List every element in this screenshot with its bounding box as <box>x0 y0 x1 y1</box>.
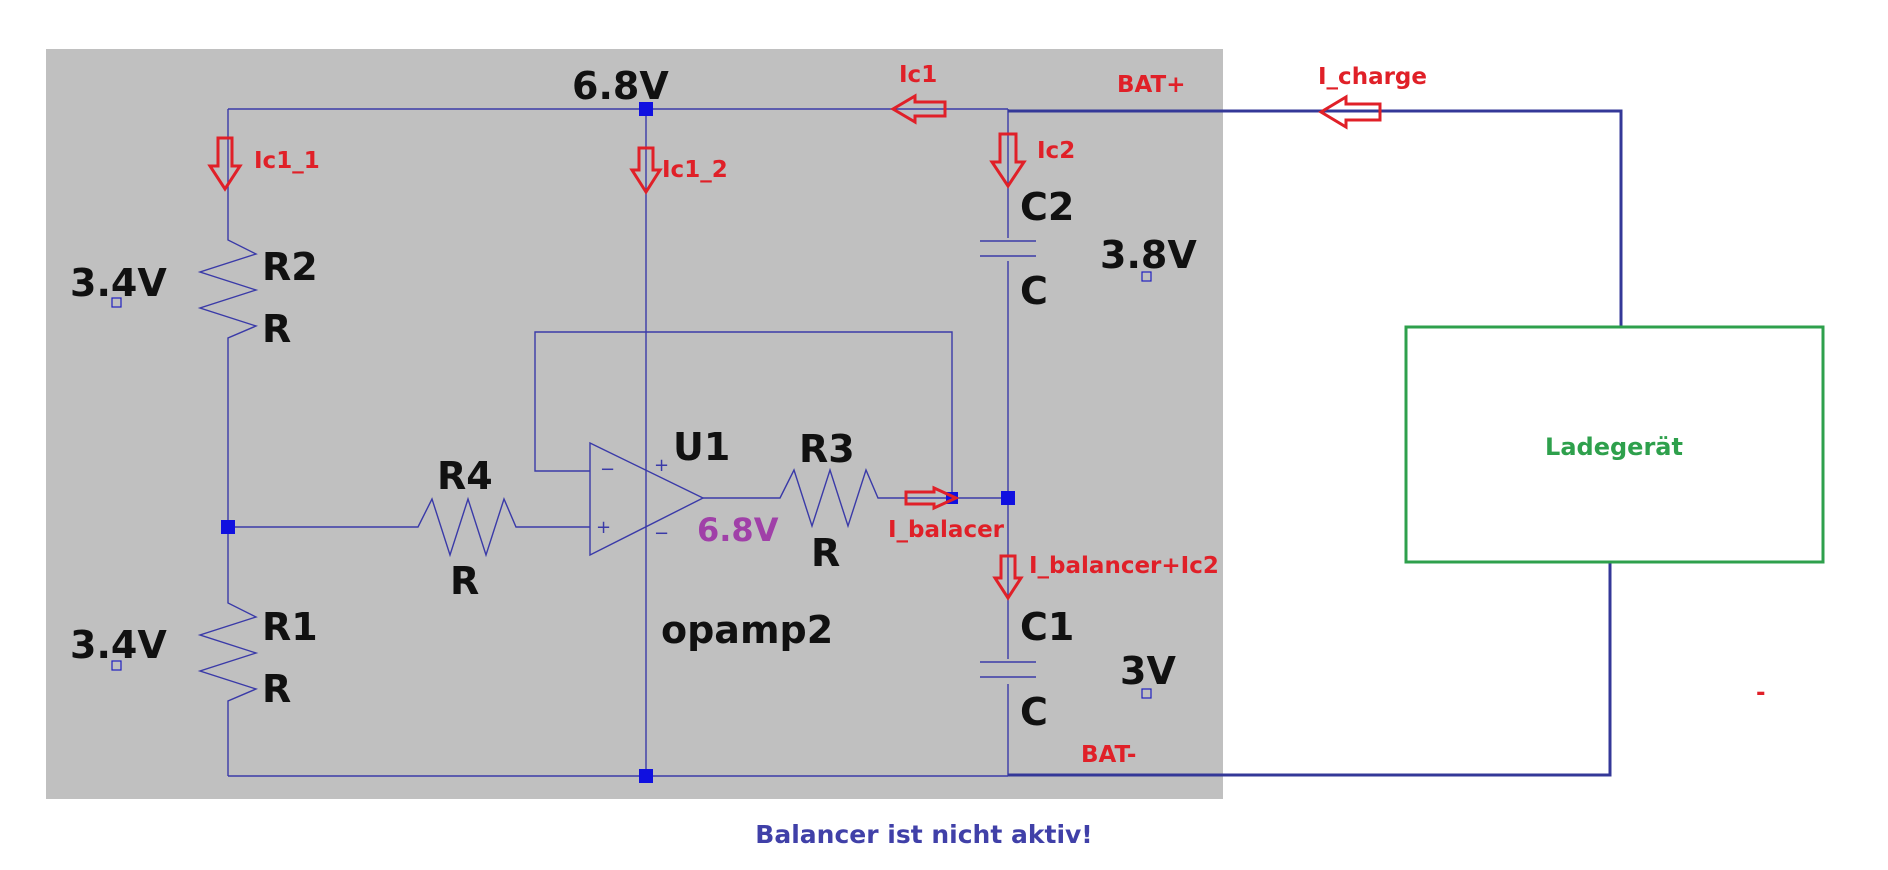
label-bat-plus: BAT+ <box>1117 72 1186 98</box>
capacitor-c2 <box>980 240 1036 257</box>
voltage-r1: 3.4V <box>70 623 167 667</box>
resistor-r4 <box>410 496 522 558</box>
charger-label: Ladegerät <box>1545 433 1683 461</box>
c2-name: C2 <box>1020 185 1074 229</box>
opamp-u1: − + + − <box>589 441 705 557</box>
r3-value: R <box>811 531 840 575</box>
arrow-ic2 <box>989 132 1027 189</box>
label-i-charge: I_charge <box>1318 64 1427 90</box>
resistor-r3 <box>772 467 882 529</box>
svg-text:+: + <box>596 517 611 538</box>
capacitor-c1 <box>980 661 1036 678</box>
r1-value: R <box>262 667 291 711</box>
label-ic1-1: Ic1_1 <box>254 148 320 174</box>
label-i-balancer-ic2: I_balancer+Ic2 <box>1029 553 1219 579</box>
voltage-opamp-out: 6.8V <box>697 511 779 549</box>
svg-text:+: + <box>654 455 669 476</box>
current-arrows <box>207 93 1382 601</box>
resistor-r2 <box>197 232 259 343</box>
c1-value: C <box>1020 690 1048 734</box>
svg-text:−: − <box>654 523 669 544</box>
label-ic1-2: Ic1_2 <box>662 157 728 183</box>
label-ic2: Ic2 <box>1037 138 1075 164</box>
voltage-c1: 3V <box>1120 649 1176 693</box>
wires <box>227 108 1009 777</box>
label-ic1: Ic1 <box>899 62 937 88</box>
resistor-r1 <box>197 595 259 707</box>
u1-name: U1 <box>673 425 730 469</box>
charger-box <box>1404 325 1825 564</box>
arrow-i-balancer <box>904 485 960 511</box>
probe-markers <box>111 271 1152 699</box>
r2-value: R <box>262 307 291 351</box>
arrow-ic1-2 <box>629 146 663 195</box>
arrow-ibal-ic2 <box>992 554 1024 601</box>
charger-wires <box>1008 109 1623 777</box>
voltage-top: 6.8V <box>572 64 669 108</box>
voltage-r2: 3.4V <box>70 261 167 305</box>
r3-name: R3 <box>799 427 855 471</box>
r4-name: R4 <box>437 454 493 498</box>
voltage-c2: 3.8V <box>1100 233 1197 277</box>
c2-value: C <box>1020 269 1048 313</box>
label-i-balancer: I_balacer <box>888 517 1005 543</box>
arrow-ic1 <box>890 93 947 125</box>
label-bat-minus: BAT- <box>1081 742 1136 768</box>
caption: Balancer ist nicht aktiv! <box>755 820 1092 849</box>
r4-value: R <box>450 559 479 603</box>
r1-name: R1 <box>262 605 318 649</box>
u1-model: opamp2 <box>661 608 833 652</box>
dash-mark: - <box>1756 680 1766 706</box>
svg-text:−: − <box>600 459 615 480</box>
c1-name: C1 <box>1020 605 1074 649</box>
arrow-i-charge <box>1318 94 1382 130</box>
arrow-ic1-1 <box>207 136 243 192</box>
r2-name: R2 <box>262 245 318 289</box>
